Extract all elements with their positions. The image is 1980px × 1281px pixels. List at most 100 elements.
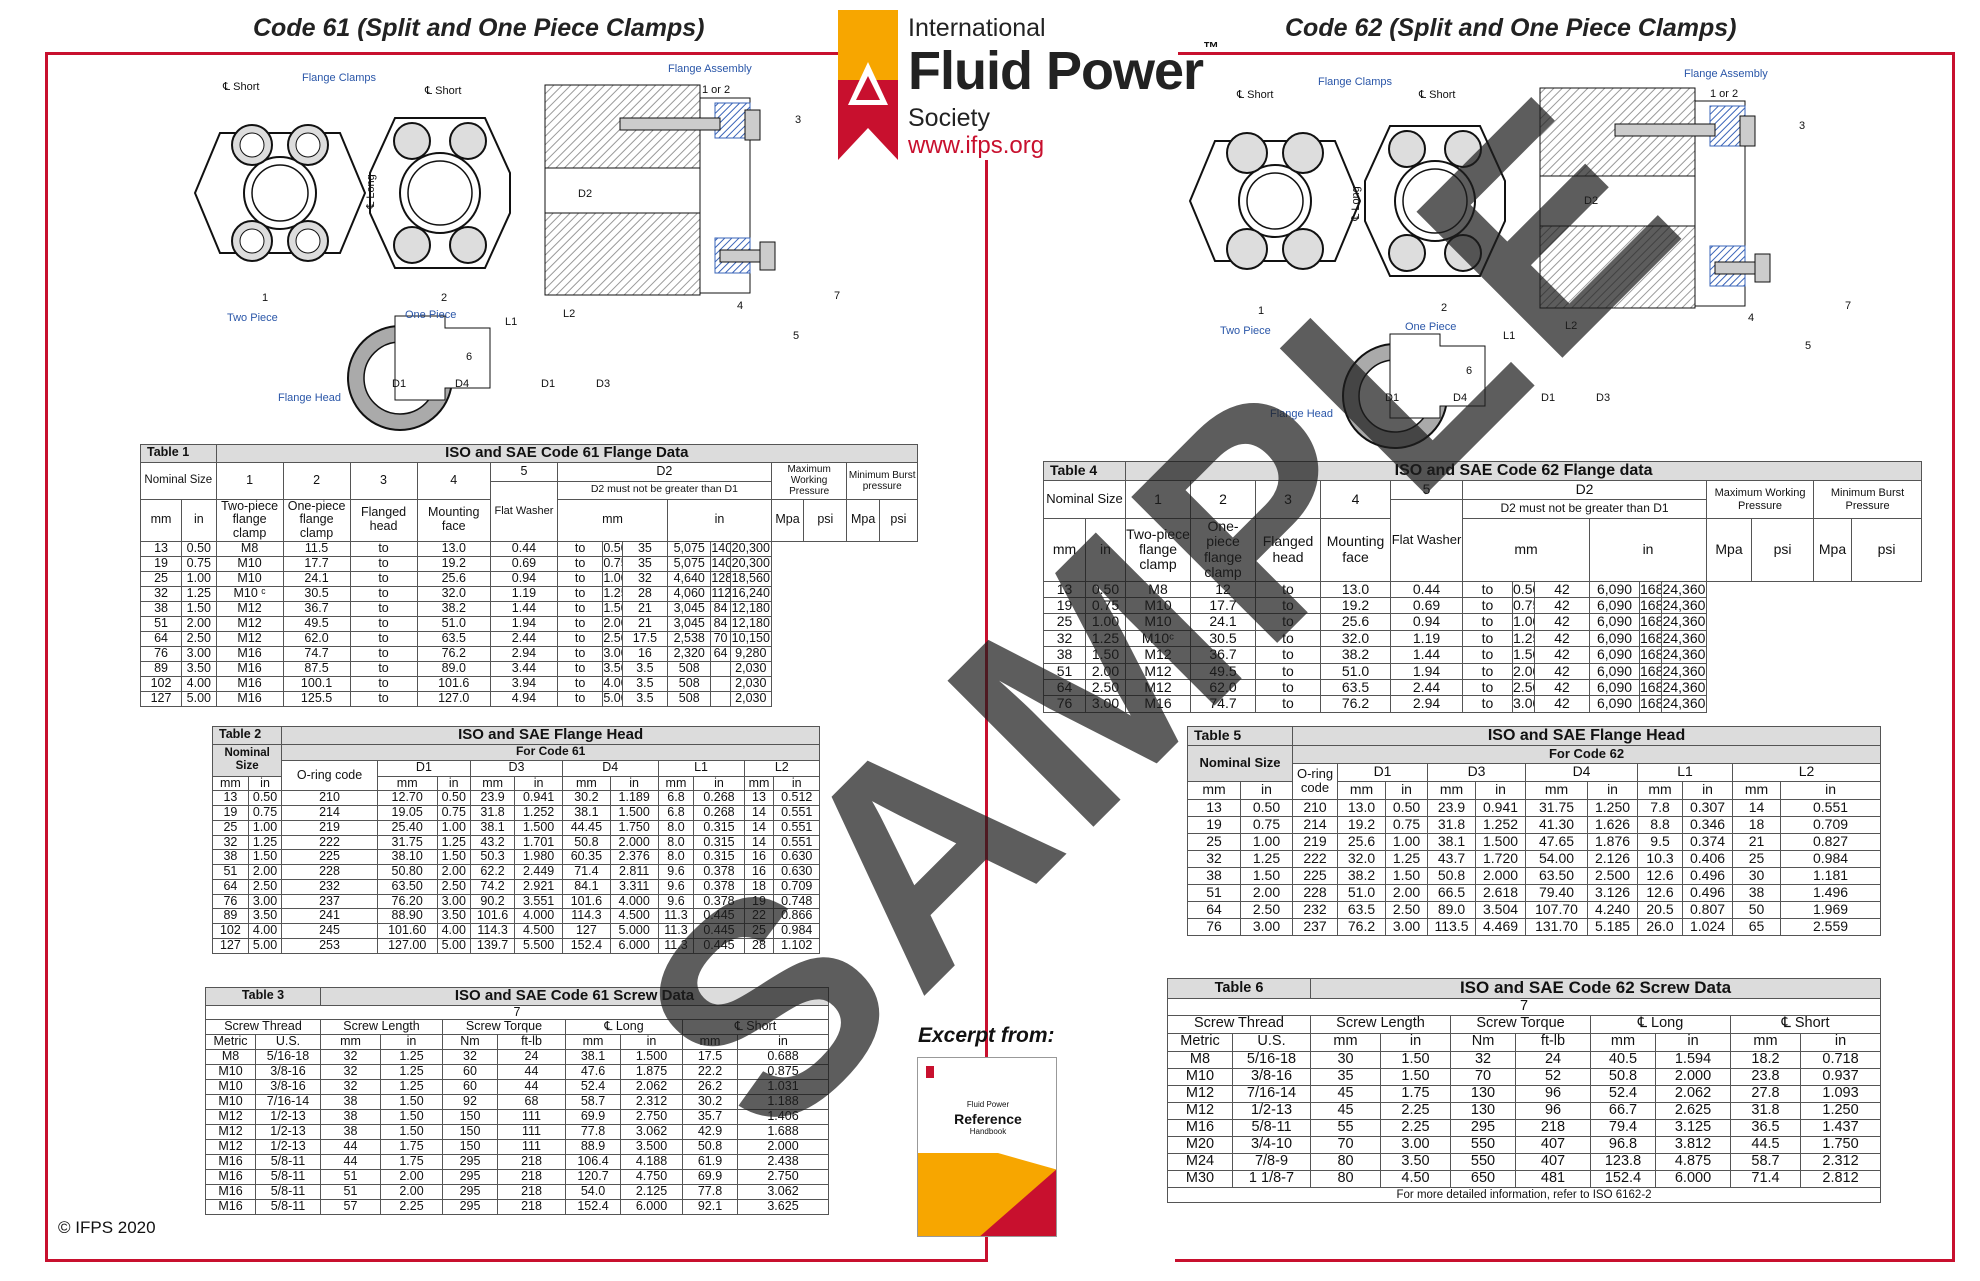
t4-h-max: Maximum Working Pressure [1706, 480, 1815, 519]
table-cell [710, 660, 731, 677]
table-cell: 32 [320, 1049, 381, 1066]
table-cell: 44 [320, 1139, 381, 1156]
t2-h-d4: D4 [561, 759, 659, 777]
logo-url[interactable]: www.ifps.org [908, 132, 1045, 159]
table-cell: M10 [205, 1079, 256, 1096]
table-cell: to [349, 645, 418, 662]
table-cell: 43.2 [469, 834, 516, 851]
table-cell: 2.000 [1655, 1067, 1732, 1086]
table-cell: 4.00 [247, 923, 283, 939]
table-cell: 2.125 [620, 1184, 683, 1201]
center-divider [985, 52, 988, 1262]
table-cell: 2.25 [1380, 1118, 1452, 1137]
table-cell: 0.50 [181, 540, 217, 557]
table-cell: 28 [743, 937, 775, 954]
table-cell: 3/8-16 [255, 1079, 321, 1096]
table-cell: 6,090 [1589, 613, 1641, 631]
table-cell: 219 [281, 819, 378, 836]
diag61-d4: D4 [455, 378, 470, 390]
table-cell: 2.438 [737, 1154, 829, 1171]
table-cell: 130 [1450, 1101, 1517, 1120]
t5-mm: mm [1187, 780, 1241, 800]
table-cell: 51.0 [1337, 883, 1387, 902]
table-cell: 63.5 [1337, 900, 1387, 919]
table-cell: 1.00 [247, 819, 283, 836]
diag62-short-b: ℄ Short [1419, 89, 1456, 101]
table-cell: 218 [497, 1154, 566, 1171]
table-cell: 6,090 [1589, 629, 1641, 648]
table-cell: 3.94 [489, 675, 558, 692]
table-cell: 1.00 [181, 570, 217, 587]
book-line3: Handbook [969, 1127, 1007, 1136]
table-cell: M16 [215, 675, 284, 692]
table-cell: to [1462, 629, 1514, 648]
t1-h-min: Minimum Burst pressure [846, 461, 918, 500]
t6-shortmm: mm [1730, 1032, 1802, 1052]
table-cell: 47.65 [1525, 832, 1589, 851]
table-cell: 1.19 [1390, 629, 1464, 648]
table-cell: 1.50 [1385, 866, 1429, 885]
table-cell: 6.000 [620, 1199, 683, 1216]
table-cell: 5/16-18 [255, 1049, 321, 1066]
table-cell: to [349, 690, 418, 707]
table-cell: 123.8 [1590, 1152, 1657, 1171]
table-cell: 88.90 [376, 908, 438, 924]
table-cell: 102 [139, 675, 183, 692]
table-cell: 31.8 [1730, 1101, 1802, 1120]
table-cell: 1.250 [1800, 1101, 1882, 1120]
table-cell: 1/2-13 [255, 1139, 321, 1156]
table-cell: 0.445 [693, 937, 745, 954]
t3-h-length: Screw Length [320, 1019, 443, 1036]
table-cell: 51 [212, 864, 249, 880]
table-cell: 51 [1187, 883, 1241, 902]
t2-h-d1: D1 [376, 759, 472, 777]
table-cell: to [349, 615, 418, 632]
t1-psi2: psi [878, 498, 919, 542]
table-cell: 74.7 [282, 645, 351, 662]
table-cell: 2.00 [602, 615, 623, 632]
table-cell: to [556, 660, 604, 677]
table-cell: M12 [205, 1109, 256, 1126]
table-cell: M16 [215, 690, 284, 707]
table-row: 763.00M1674.7to76.22.94to3.00162,320649,… [139, 645, 918, 662]
table-cell: 5.00 [247, 937, 283, 954]
table-cell: 49.5 [1190, 662, 1257, 680]
table-cell: 100.1 [282, 675, 351, 692]
table-cell: 5/8-11 [255, 1154, 321, 1171]
table-cell: 42 [1534, 646, 1591, 664]
table-cell: 5.00 [436, 937, 472, 954]
table-cell: 16 [743, 849, 775, 865]
table-cell: M16 [215, 660, 284, 677]
table-cell: 21 [621, 615, 669, 632]
table-cell: 127.00 [376, 937, 438, 954]
table-cell: 96 [1515, 1084, 1592, 1103]
table-cell: 3.00 [247, 893, 283, 910]
table-cell: 2.750 [620, 1109, 683, 1126]
table-cell: 3.551 [514, 893, 563, 910]
table-cell: 38 [1732, 883, 1782, 902]
table-cell: M12 [1167, 1084, 1233, 1103]
table-cell: 2.376 [609, 849, 659, 865]
book-line2: Reference [954, 1111, 1022, 1127]
table-cell: 1.50 [380, 1094, 443, 1111]
table-cell: 58.7 [565, 1094, 621, 1111]
table-cell: 168 [1639, 580, 1663, 598]
table-cell: 6,090 [1589, 580, 1641, 598]
table-cell: 50.3 [469, 849, 516, 865]
table-cell: 550 [1450, 1152, 1517, 1171]
diag62-flange-head: Flange Head [1270, 408, 1333, 420]
table-cell: 1.720 [1475, 849, 1527, 868]
book-line1: Fluid Power [966, 1100, 1010, 1109]
table-cell: 69.9 [682, 1169, 738, 1186]
table-cell: 4.875 [1655, 1152, 1732, 1171]
table-cell: 19 [139, 555, 183, 572]
table-cell: 650 [1450, 1169, 1517, 1188]
handbook-cover-art [918, 1066, 1056, 1236]
table-cell: M16 [1167, 1118, 1233, 1137]
handbook-cover[interactable]: Fluid Power Reference Handbook [917, 1057, 1057, 1237]
table-row: 381.50M1236.7to38.21.44to1.50213,0458412… [139, 600, 918, 617]
